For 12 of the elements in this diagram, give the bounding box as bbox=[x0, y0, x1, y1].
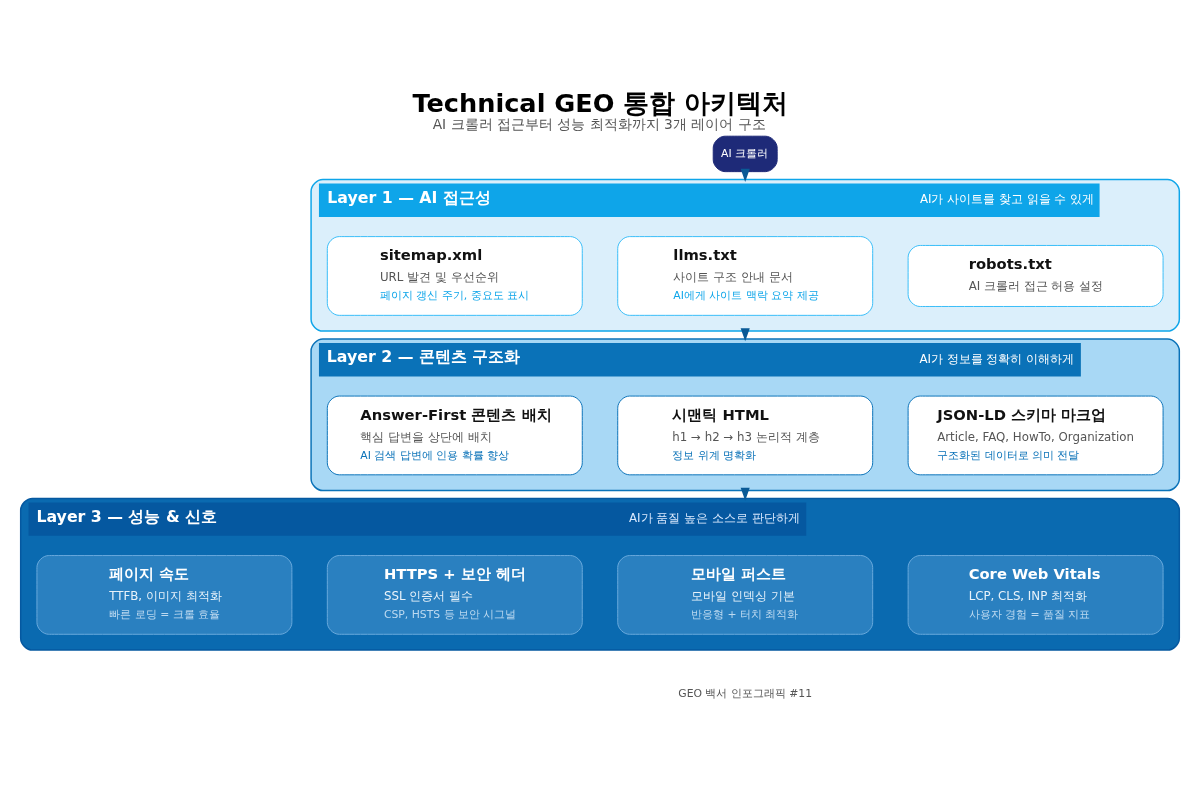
node-box: JSON-LD 스키마 마크업 Article, FAQ, HowTo, Organization 구조화된 데이터로 의미 전달 bbox=[907, 395, 1164, 475]
node-box: robots.txt AI 크롤러 접근 허용 설정 bbox=[907, 244, 1164, 307]
node-box: 페이지 속도 TTFB, 이미지 최적화 빠른 로딩 = 크롤 효율 bbox=[36, 554, 293, 635]
label: GEO 백서 인포그래픽 #11 bbox=[678, 686, 813, 700]
node-box: sitemap.xml URL 발견 및 우선순위 페이지 갱신 주기, 중요도 표시 bbox=[326, 235, 583, 316]
node-box: Answer-First 콘텐츠 배치 핵심 답변을 상단에 배치 AI 검색 답변에 인용 확률 향상 bbox=[326, 395, 583, 475]
node-box: Core Web Vitals LCP, CLS, INP 최적화 사용자 경험 = 품질 지표 bbox=[907, 554, 1164, 635]
node-box: 모바일 퍼스트 모바일 인덱싱 기본 반응형 + 터치 최적화 bbox=[617, 554, 874, 635]
node-box: HTTPS + 보안 헤더 SSL 인증서 필수 CSP, HSTS 등 보안 시그널 bbox=[326, 554, 583, 635]
node-box: 시맨틱 HTML h1 → h2 → h3 논리적 계층 정보 위계 명확화 bbox=[617, 395, 874, 475]
diagram-title: Technical GEO 통합 아키텍처 bbox=[412, 87, 789, 118]
node-box: llms.txt 사이트 구조 안내 문서 AI에게 사이트 맥락 요약 제공 bbox=[617, 235, 874, 316]
